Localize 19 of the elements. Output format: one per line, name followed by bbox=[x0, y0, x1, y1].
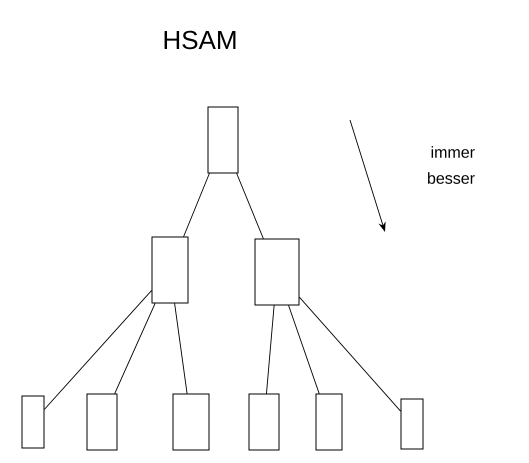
connector-line bbox=[288, 305, 320, 394]
title: HSAM bbox=[164, 30, 236, 50]
box bbox=[316, 394, 342, 450]
connector-line bbox=[266, 305, 275, 394]
box bbox=[248, 394, 280, 450]
box bbox=[400, 398, 424, 450]
box bbox=[172, 394, 210, 450]
box bbox=[86, 394, 118, 450]
connector-line bbox=[44, 290, 152, 410]
note: immer besser bbox=[428, 146, 475, 184]
box bbox=[152, 236, 188, 304]
connector-line bbox=[236, 173, 264, 239]
connector-line bbox=[174, 303, 188, 394]
connector-line bbox=[114, 303, 156, 394]
connector-line bbox=[183, 173, 210, 237]
box bbox=[254, 238, 300, 306]
connector-line bbox=[299, 296, 401, 412]
box bbox=[22, 396, 44, 448]
box bbox=[208, 106, 238, 174]
